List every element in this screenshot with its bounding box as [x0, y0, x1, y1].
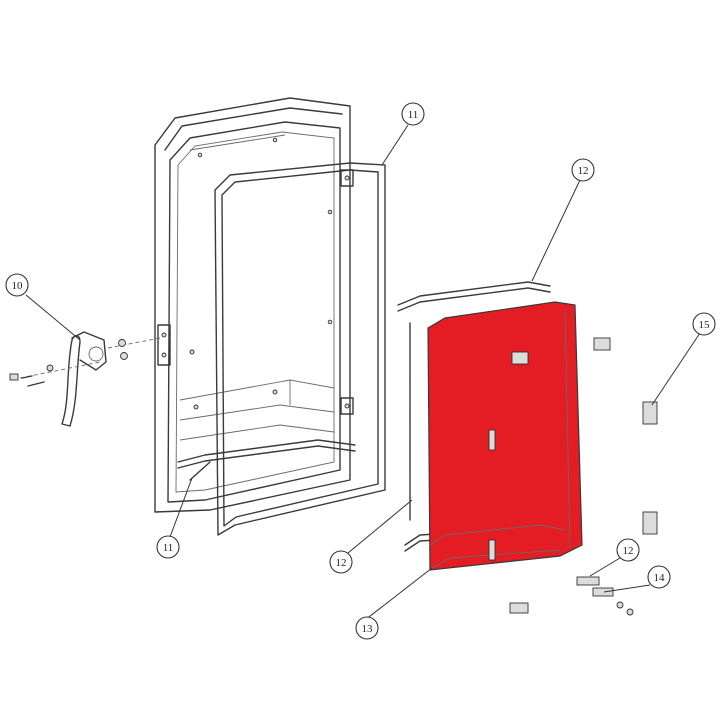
handle-assembly-10	[9, 331, 161, 427]
callout-12-top: 12	[571, 158, 595, 182]
gasket-rope-11	[177, 162, 386, 536]
callout-label: 14	[654, 572, 666, 584]
callout-14: 14	[647, 565, 671, 589]
leader-lines	[25, 124, 701, 621]
callout-label: 12	[578, 165, 589, 177]
callout-label: 10	[12, 280, 24, 292]
callout-10: 10	[5, 273, 29, 297]
callout-12-right: 12	[616, 538, 640, 562]
callout-label: 12	[336, 557, 347, 569]
callout-label: 11	[163, 542, 174, 554]
callout-label: 12	[623, 545, 634, 557]
clips-hardware	[509, 337, 658, 616]
callout-11-bottom: 11	[156, 535, 180, 559]
callout-label: 13	[362, 623, 374, 635]
door-frame	[154, 97, 351, 513]
callout-13: 13	[355, 616, 379, 640]
callout-label: 15	[699, 319, 711, 331]
callout-12-mid: 12	[329, 550, 353, 574]
callout-11-top: 11	[401, 102, 425, 126]
callout-label: 11	[408, 109, 419, 121]
glass-panel-13	[427, 301, 583, 571]
callout-15: 15	[692, 312, 716, 336]
